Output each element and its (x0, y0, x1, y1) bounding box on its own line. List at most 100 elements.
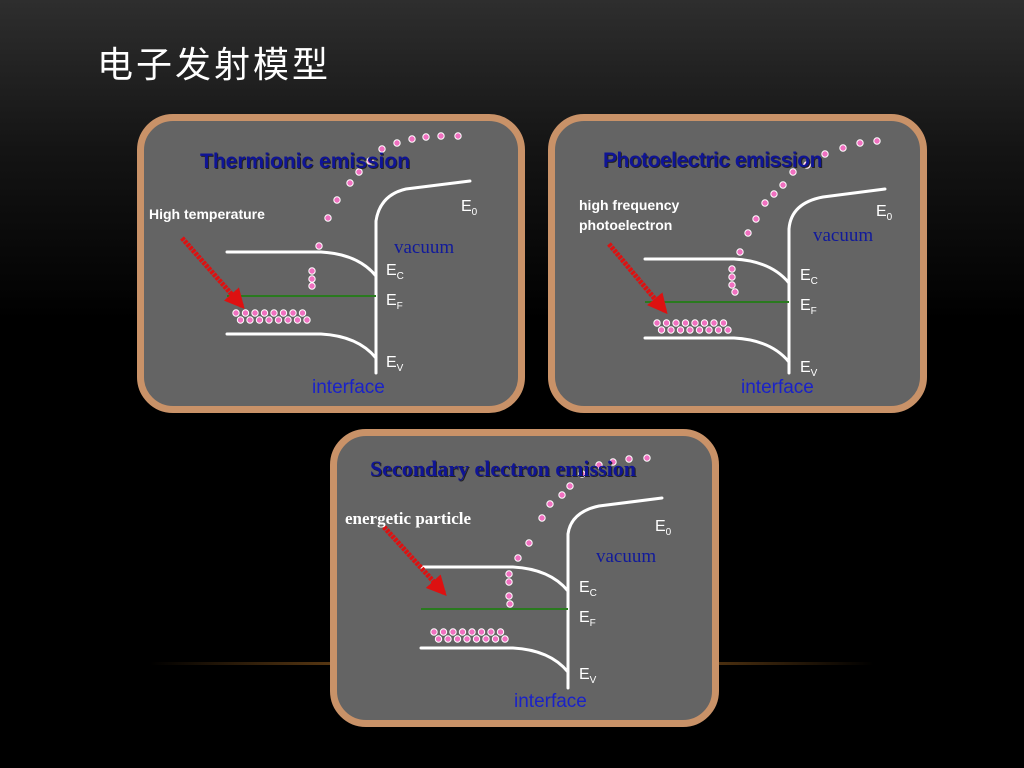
electron-dot (303, 316, 311, 324)
emitted-electron-dot (736, 248, 744, 256)
electron-dot (453, 635, 462, 643)
emitted-electron-dot (355, 168, 363, 176)
emitted-electron-dot (315, 242, 323, 250)
electron-dot (274, 316, 283, 324)
fermi-level-label: EF (386, 292, 403, 312)
emitted-electron-dot (839, 144, 847, 152)
panel-title: Secondary electron emission (370, 456, 637, 481)
fermi-level-label: EF (579, 609, 596, 629)
electron-dot (695, 326, 704, 334)
vacuum-level-label: E0 (461, 198, 478, 218)
electron-dot (430, 628, 438, 636)
emitted-electron-dot (437, 132, 445, 140)
valence-band-curve (225, 332, 378, 360)
electron-dot (284, 316, 292, 324)
emitted-electron-dot (333, 196, 341, 204)
electron-dot (458, 628, 467, 636)
emitted-electron-dot (378, 145, 386, 153)
fermi-level-label: EF (800, 297, 817, 317)
emitted-electron-dot (393, 139, 401, 147)
panel-title: Photoelectric emission (603, 149, 822, 172)
emitted-electron-dot (546, 500, 554, 508)
conduction-band-curve (225, 250, 378, 278)
emitted-electron-dot (308, 267, 316, 275)
emitted-electron-dot (779, 181, 787, 189)
cause-line: high frequency (579, 197, 680, 213)
secondary-emission-panel: Secondary electron emission energetic pa… (330, 429, 719, 727)
electron-dot (463, 635, 471, 643)
electron-dot (298, 309, 307, 317)
conduction-band-label: EC (386, 262, 404, 282)
electron-dot (246, 316, 254, 324)
interface-label: interface (312, 377, 385, 398)
electron-dot (700, 319, 709, 327)
electron-dot (444, 635, 452, 643)
thermionic-emission-panel: Thermionic emission High temperature E0 … (137, 114, 525, 413)
cause-label: high frequency photoelectron (579, 195, 679, 235)
emitted-electron-dot (873, 137, 881, 145)
emitted-electron-dot (609, 458, 617, 466)
conduction-band-curve (643, 257, 791, 285)
electron-dot (439, 628, 448, 636)
emitted-electron-dot (454, 132, 462, 140)
valence-band-label: EV (579, 666, 597, 686)
emitted-electron-dot (803, 161, 811, 169)
electron-dot (491, 635, 500, 643)
excitation-arrow (382, 525, 447, 596)
conduction-band-label: EC (579, 579, 597, 599)
vacuum-level-curve (566, 496, 664, 550)
electron-dot (289, 309, 297, 317)
vacuum-level-label: E0 (876, 203, 893, 223)
valence-band-label: EV (800, 359, 818, 379)
electron-dot (496, 628, 505, 636)
electron-dot (714, 326, 723, 334)
emitted-electron-dot (728, 265, 736, 273)
cause-line: energetic particle (345, 509, 472, 528)
emitted-electron-dot (324, 214, 332, 222)
electron-dot (468, 628, 476, 636)
electron-dot (667, 326, 675, 334)
photoelectric-emission-panel: Photoelectric emission high frequency ph… (548, 114, 927, 413)
excitation-arrow (180, 236, 245, 309)
conduction-band-curve (419, 565, 570, 593)
emitted-electron-dot (505, 578, 513, 586)
emitted-electron-dot (789, 168, 797, 176)
electron-dot (487, 628, 495, 636)
emitted-electron-dot (856, 139, 864, 147)
vacuum-level-curve (374, 179, 472, 235)
excitation-arrow (607, 242, 668, 315)
emitted-electron-dot (538, 514, 546, 522)
emitted-electron-dot (408, 135, 416, 143)
thermionic-band-diagram (180, 132, 472, 375)
emitted-electron-dot (505, 592, 513, 600)
electron-dot (672, 319, 680, 327)
electron-dot (260, 309, 269, 317)
cause-label: High temperature (149, 204, 265, 224)
emitted-electron-dot (308, 275, 316, 283)
emitted-electron-dot (625, 455, 633, 463)
electron-dot (434, 635, 443, 643)
secondary-band-diagram (382, 454, 664, 690)
vacuum-label: vacuum (813, 225, 874, 246)
cause-line: photoelectron (579, 217, 673, 233)
electron-dot (477, 628, 486, 636)
emitted-electron-dot (761, 199, 769, 207)
emitted-electron-dot (595, 461, 603, 469)
electron-dot (232, 309, 240, 317)
emitted-electron-dot (643, 454, 651, 462)
emitted-electron-dot (728, 273, 736, 281)
emitted-electron-dot (731, 288, 739, 296)
electron-dot (472, 635, 481, 643)
photoelectric-band-diagram (607, 137, 887, 375)
valence-band-curve (419, 646, 570, 674)
electron-dot (691, 319, 699, 327)
emitted-electron-dot (744, 229, 752, 237)
cause-label: energetic particle (345, 509, 471, 529)
interface-label: interface (514, 691, 587, 712)
electron-dot (279, 309, 288, 317)
emitted-electron-dot (514, 554, 522, 562)
emitted-electron-dot (506, 600, 514, 608)
emitted-electron-dot (505, 570, 513, 578)
electron-dot (293, 316, 302, 324)
electron-dot (686, 326, 694, 334)
